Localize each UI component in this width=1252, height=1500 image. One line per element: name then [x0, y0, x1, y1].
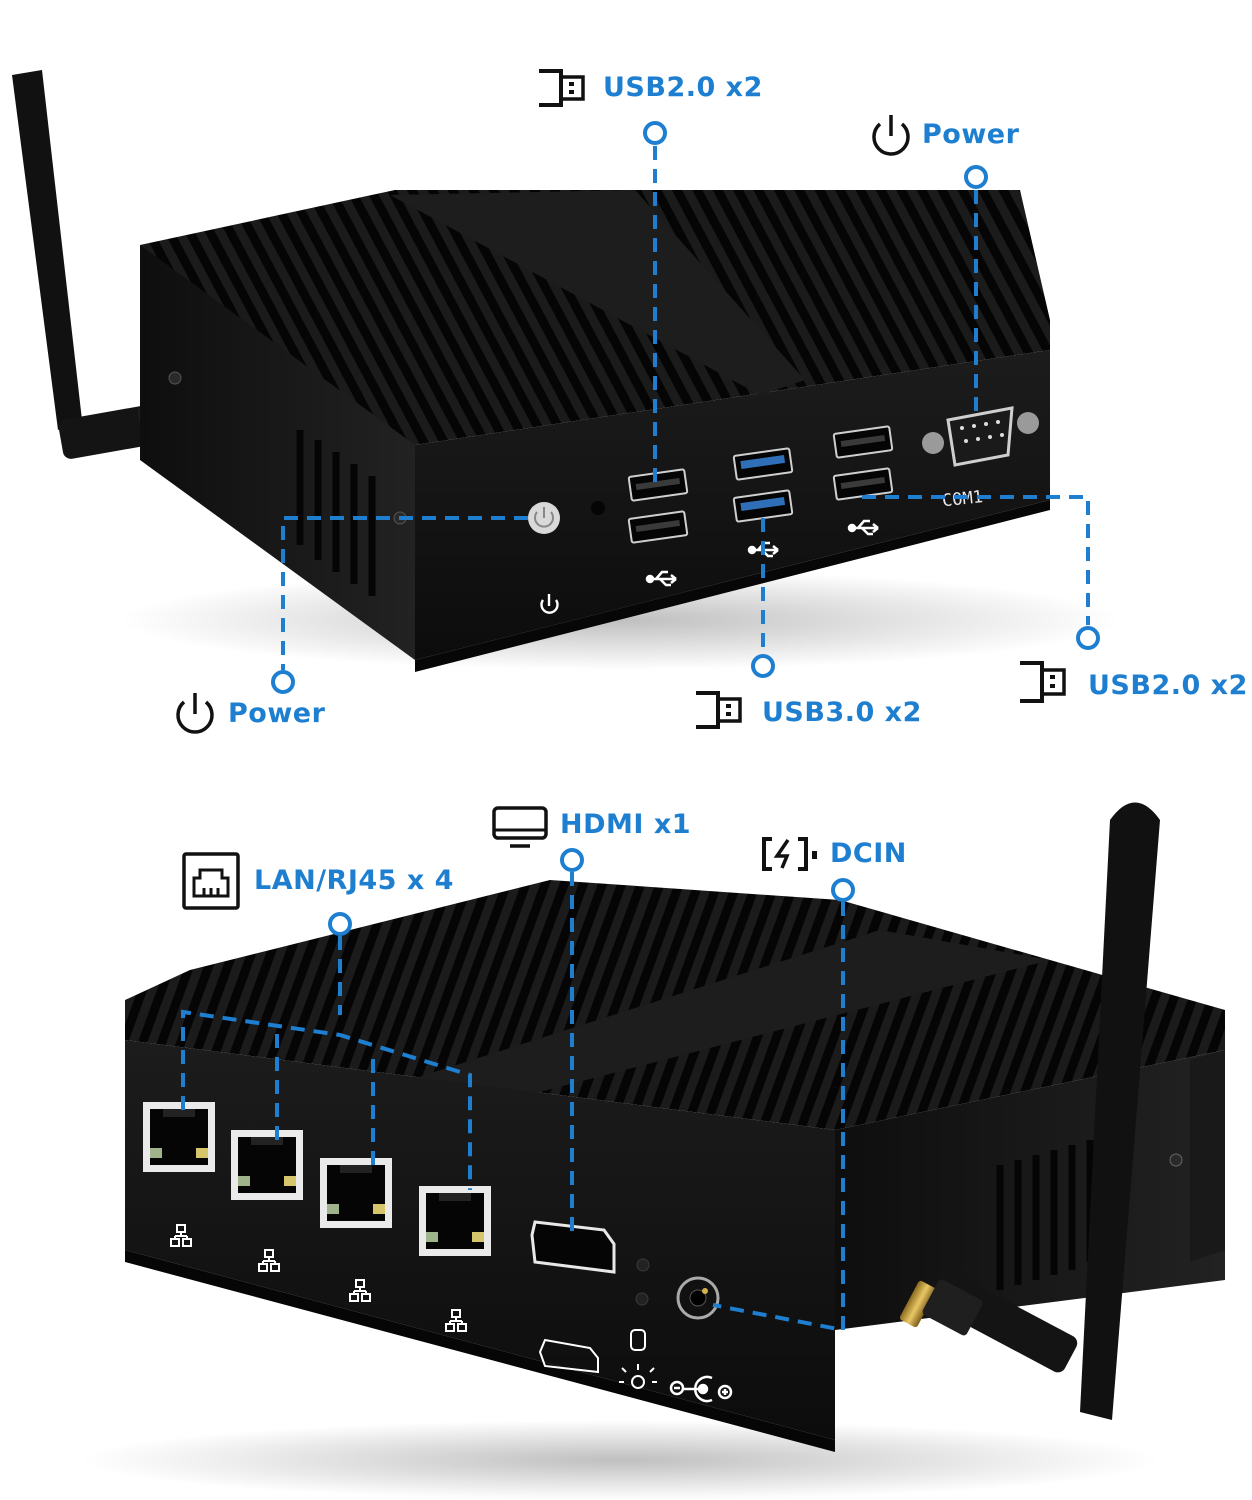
- callout-label: Power: [228, 698, 326, 729]
- charging-icon: [762, 837, 817, 871]
- antenna-bottom: [899, 802, 1160, 1420]
- callout-label: DCIN: [830, 838, 907, 869]
- top-callout-lines: [281, 146, 1090, 670]
- usb-stick-icon: [1020, 661, 1066, 703]
- callout-label: USB2.0 x2: [603, 72, 763, 103]
- status-leds: [619, 1258, 657, 1389]
- bottom-callout-dots: [328, 848, 855, 936]
- usb-stick-icon: [696, 691, 742, 729]
- callout-label: HDMI x1: [560, 809, 692, 840]
- callout-label: LAN/RJ45 x 4: [254, 865, 454, 896]
- com1-serial-port: COM1: [922, 406, 1039, 511]
- hdmi-port: [530, 1220, 616, 1374]
- power-icon: [872, 115, 910, 156]
- usb-stick-icon: [539, 69, 585, 107]
- ethernet-port-icon: [182, 852, 240, 910]
- callout-label: Power: [922, 119, 1020, 150]
- com1-label: COM1: [941, 487, 984, 511]
- monitor-icon: [492, 806, 548, 848]
- bottom-device: [80, 802, 1225, 1500]
- top-device: COM1: [12, 70, 1120, 672]
- bottom-callout-lines: [181, 872, 845, 1333]
- callout-label: USB3.0 x2: [762, 697, 922, 728]
- dc-jack: [669, 1276, 733, 1403]
- callout-label: USB2.0 x2: [1088, 670, 1248, 701]
- power-button-physical: [528, 501, 605, 614]
- power-icon: [176, 693, 214, 734]
- top-callout-dots: [271, 121, 1100, 694]
